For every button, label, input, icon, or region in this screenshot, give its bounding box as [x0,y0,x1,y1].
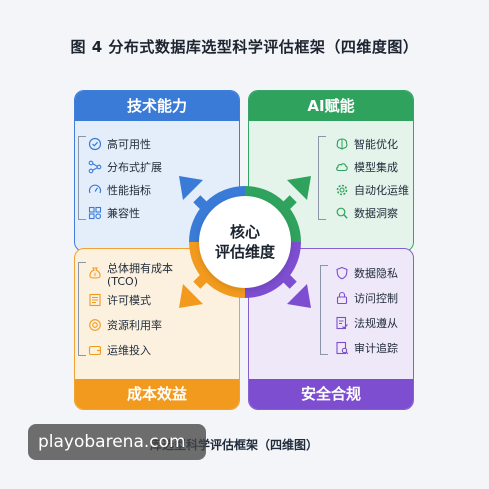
security-item-label: 法规遵从 [354,316,398,330]
security-item: 审计追踪 [335,341,398,355]
check-circle-icon [88,137,102,151]
tech-item: 兼容性 [88,206,140,220]
hub-ring [179,176,311,308]
document-check-icon [335,316,349,330]
brain-icon [335,137,349,151]
security-item: 访问控制 [335,291,398,305]
security-item: 法规遵从 [335,316,398,330]
ai-item: 模型集成 [335,160,398,174]
svg-text:¥: ¥ [93,273,96,279]
gear-icon [335,183,349,197]
ai-item-label: 自动化运维 [354,183,409,197]
search-icon [335,206,349,220]
shield-icon [335,266,349,280]
ai-item-label: 智能优化 [354,137,398,151]
security-item: 数据隐私 [335,266,398,280]
tech-item-label: 性能指标 [107,183,151,197]
resource-icon [88,318,102,332]
tech-item: 高可用性 [88,137,151,151]
hub-center: 核心 评估维度 [199,196,291,288]
cost-item: ¥ 总体拥有成本 (TCO) [88,262,173,288]
distribution-icon [88,160,102,174]
ai-item-label: 模型集成 [354,160,398,174]
cost-item-label-extra: (TCO) [107,275,138,288]
tech-item-label: 高可用性 [107,137,151,151]
ai-item-label: 数据洞察 [354,206,398,220]
cost-item-label: 运维投入 [107,343,151,357]
figure-title: 图 4 分布式数据库选型科学评估框架（四维度图） [70,38,419,56]
hub-label-line2: 评估维度 [214,243,275,261]
bracket-security [320,265,328,355]
ai-item: 自动化运维 [335,183,409,197]
security-item-label: 访问控制 [354,291,398,305]
audit-icon [335,341,349,355]
hub-label-line1: 核心 [229,223,260,241]
cost-item: 资源利用率 [88,318,162,332]
cost-item-label: 资源利用率 [107,318,162,332]
quadrant-tech-title: 技术能力 [75,91,239,121]
quadrant-ai-title: AI赋能 [249,91,413,121]
tech-item-label: 分布式扩展 [107,160,162,174]
watermark: playobarena.com [28,424,206,460]
license-icon [88,293,102,307]
money-bag-icon: ¥ [88,266,102,280]
cloud-brain-icon [335,160,349,174]
tech-item: 性能指标 [88,183,151,197]
cost-item-label: 许可模式 [107,293,151,307]
quadrant-security-title: 安全合规 [249,379,413,409]
lock-icon [335,291,349,305]
bracket-tech [78,136,86,220]
puzzle-icon [88,206,102,220]
gauge-icon [88,183,102,197]
cost-item-label: 总体拥有成本 [107,262,173,275]
cost-item: 运维投入 [88,343,151,357]
security-item-label: 数据隐私 [354,266,398,280]
quadrant-tech: 技术能力 [74,90,240,252]
quadrant-cost-title: 成本效益 [75,379,239,409]
bracket-ai [318,136,326,220]
security-item-label: 审计追踪 [354,341,398,355]
ai-item: 智能优化 [335,137,398,151]
tech-item-label: 兼容性 [107,206,140,220]
bracket-cost [78,262,86,356]
tech-item: 分布式扩展 [88,160,162,174]
wallet-icon [88,343,102,357]
ai-item: 数据洞察 [335,206,398,220]
cost-item: 许可模式 [88,293,151,307]
